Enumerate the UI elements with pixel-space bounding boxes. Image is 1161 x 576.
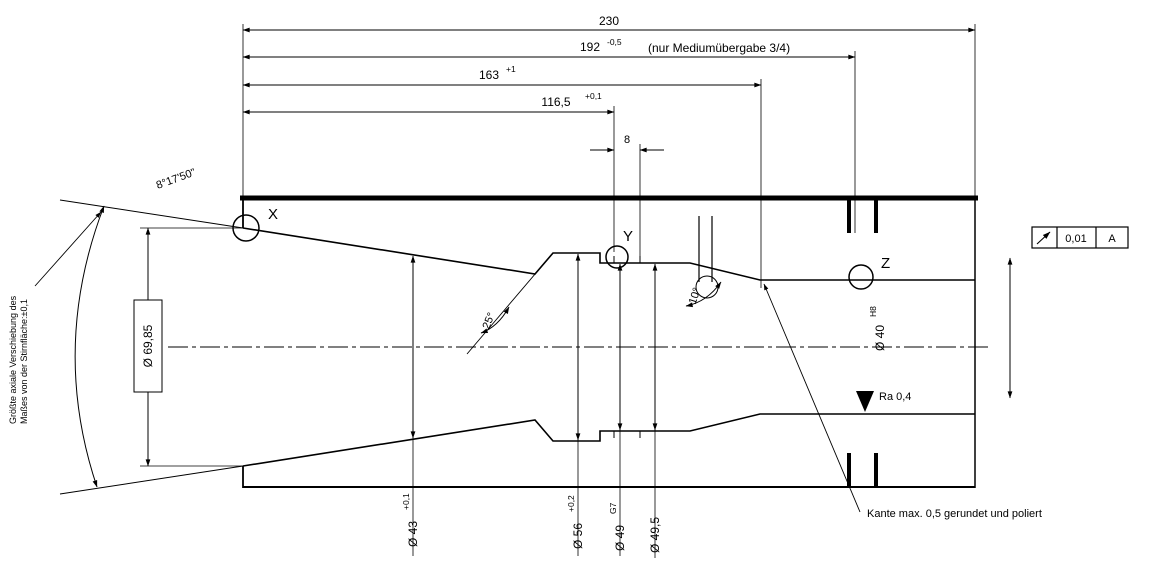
taper-extension-top: [59, 199, 244, 229]
surface-finish: Ra 0,4: [856, 391, 911, 412]
dim-116-label: 116,5: [541, 95, 570, 109]
callout-x-circle: [232, 214, 260, 242]
runout-icon: [1036, 231, 1051, 245]
gdt-frame: 0,01 A: [1007, 226, 1129, 399]
dim-163-tolerance: +1: [506, 64, 516, 74]
dim-192-tolerance: -0,5: [607, 37, 622, 47]
d43-label: Ø 43: [406, 521, 420, 547]
detail-callouts: [232, 214, 874, 290]
angle-10-label: 10°: [687, 286, 704, 306]
gdt-frame-box: [1031, 226, 1129, 249]
dim-192-note: (nur Mediumübergabe 3/4): [648, 41, 790, 55]
dim-116-tolerance: +0,1: [585, 91, 602, 101]
taper-extension-bottom: [59, 465, 244, 495]
dim-163-label: 163: [479, 68, 499, 82]
d56-tolerance: +0,2: [566, 495, 576, 512]
bore-profile-top: [242, 227, 975, 281]
axial-note-leader: [34, 211, 102, 287]
callout-x-label: X: [268, 206, 278, 223]
axial-note-line1: Größte axiale Verschiebung des: [8, 295, 18, 424]
d43-label-group: Ø 43 +0,1: [401, 493, 420, 547]
d40-label-group: Ø 40 H8: [868, 306, 887, 351]
d56-label: Ø 56: [571, 523, 585, 549]
axial-note-group: Größte axiale Verschiebung des Maßes von…: [8, 295, 29, 424]
edge-note-label: Kante max. 0,5 gerundet und poliert: [867, 508, 1042, 520]
d56-label-group: Ø 56 +0,2: [566, 495, 585, 549]
surface-finish-label: Ra 0,4: [879, 391, 911, 403]
surface-finish-icon: [856, 391, 874, 412]
dim-230-label: 230: [599, 14, 619, 28]
angle-25-arc: [480, 306, 510, 334]
callout-z-circle: [848, 264, 874, 290]
callout-z-label: Z: [881, 255, 890, 272]
d49-tolerance: G7: [608, 502, 618, 514]
gdt-tolerance: 0,01: [1065, 233, 1086, 245]
callout-y-circle: [605, 245, 629, 269]
dimension-lines: [242, 27, 976, 153]
d495-label: Ø 49,5: [648, 517, 662, 553]
d6985-frame: [133, 299, 163, 393]
part-outline: [240, 195, 978, 488]
d6985-label: Ø 69,85: [141, 324, 155, 367]
bore-profile-bottom: [242, 413, 975, 467]
angle-25: [466, 252, 554, 355]
face-25-extension: [466, 252, 554, 355]
extension-lines: [140, 24, 976, 467]
angle-10-arc: [685, 281, 722, 308]
d40-tolerance: H8: [868, 306, 878, 317]
dim-192-label: 192: [580, 40, 600, 54]
angle-25-label: 25°: [481, 311, 498, 331]
axial-note-line2: Maßes von der Stirnfläche:±0,1: [19, 299, 29, 424]
taper-angle-arc: [74, 205, 105, 488]
d49-label-group: Ø 49 G7: [608, 502, 627, 551]
bottom-diameter-dims: [410, 253, 658, 558]
edge-note-leader: [763, 283, 861, 513]
d49-label: Ø 49: [613, 525, 627, 551]
bore-groove-ticks-top: [613, 256, 641, 263]
dim-d6985: Ø 69,85: [133, 227, 163, 467]
d495-label-group: Ø 49,5: [648, 517, 662, 553]
taper-angle-dim: [34, 199, 244, 495]
bore-groove-ticks-bottom: [613, 431, 641, 438]
dim-8-label: 8: [624, 134, 630, 146]
d43-tolerance: +0,1: [401, 493, 411, 510]
gdt-datum: A: [1108, 233, 1116, 245]
taper-angle-label: 8°17'50": [155, 167, 198, 192]
d40-label: Ø 40: [873, 325, 887, 351]
callout-y-label: Y: [623, 228, 633, 245]
